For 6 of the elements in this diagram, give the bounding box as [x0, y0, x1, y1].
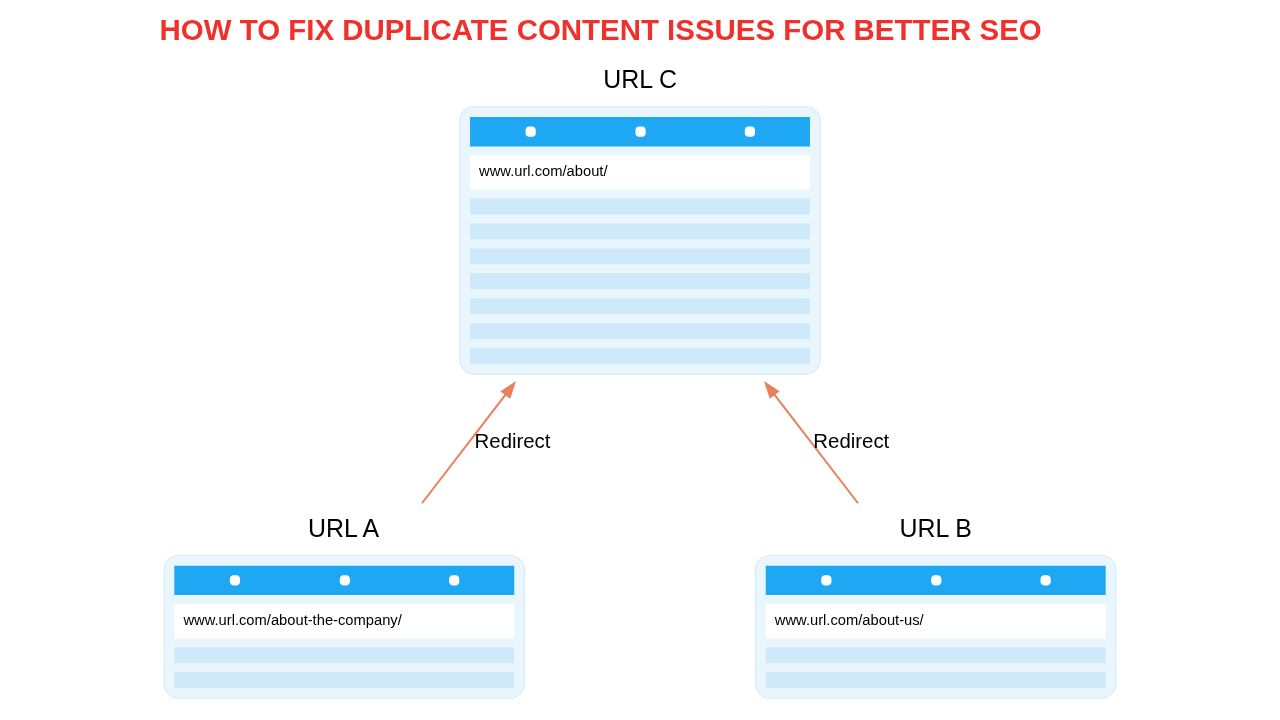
diagram-title: HOW TO FIX DUPLICATE CONTENT ISSUES FOR BETTER SEO — [159, 12, 1042, 46]
node-label: URL B — [899, 513, 972, 542]
edge-label: Redirect — [813, 430, 890, 453]
node-label: URL C — [603, 65, 677, 94]
edge-label: Redirect — [474, 430, 551, 453]
node-label: URL A — [308, 513, 380, 542]
